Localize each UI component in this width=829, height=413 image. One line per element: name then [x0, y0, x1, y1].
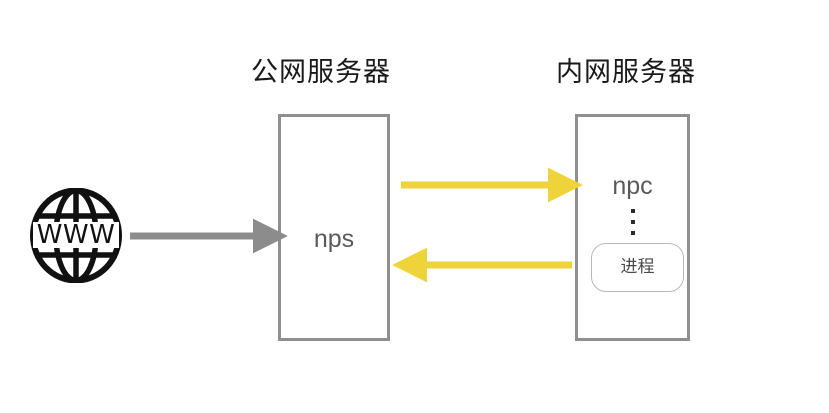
ellipsis-dot — [630, 231, 635, 235]
process-label: 进程 — [620, 257, 655, 277]
public-server-box: nps — [278, 114, 390, 341]
private-server-box: npc 进程 — [575, 114, 690, 341]
globe-www-icon: WWW — [30, 188, 122, 283]
nps-label: nps — [313, 225, 355, 253]
www-text: WWW — [37, 220, 116, 250]
npc-label: npc — [612, 172, 653, 200]
process-node: 进程 — [591, 243, 684, 292]
vertical-ellipsis-icon — [578, 209, 687, 235]
private-server-title: 内网服务器 — [556, 57, 696, 88]
public-server-title: 公网服务器 — [251, 57, 391, 88]
ellipsis-dot — [630, 220, 635, 224]
ellipsis-dot — [630, 209, 635, 213]
